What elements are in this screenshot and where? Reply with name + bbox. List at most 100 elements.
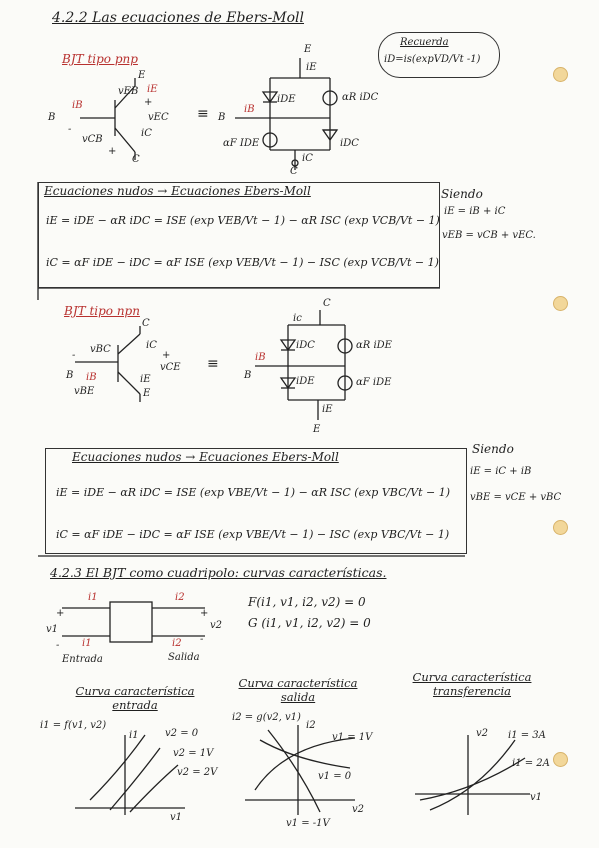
section-title-cuadripolo: 4.2.3 El BJT como cuadripolo: curvas car…	[50, 565, 387, 580]
quad-v1: v1	[46, 624, 59, 635]
quad-plus-right: +	[200, 608, 209, 619]
npn-label-ib: iB	[86, 372, 97, 383]
curve2-title: Curva característica salida	[238, 676, 358, 704]
curve3-l2: i1 = 2A	[512, 758, 550, 769]
curve2-yaxis: i2	[306, 720, 316, 731]
npn-equivalent-sign: ≡	[207, 356, 219, 372]
recuerda-label: Recuerda	[400, 37, 449, 48]
npn-label-vbc: vBC	[90, 344, 111, 355]
curve1-l1: v2 = 0	[165, 728, 199, 739]
npn-circ-ide: iDE	[296, 376, 315, 387]
siendo1-label: Siendo	[441, 187, 483, 201]
quad-minus-right: -	[200, 634, 204, 645]
npn-label-ie: iE	[140, 374, 151, 385]
quad-v2: v2	[210, 620, 223, 631]
curve1-title: Curva característica entrada	[75, 684, 195, 712]
npn-circ-ar: αR iDE	[356, 340, 392, 351]
binder-hole-3	[553, 520, 568, 535]
recuerda-formula: iD=is(expVD/Vt -1)	[384, 54, 481, 65]
quad-i1-out: i1	[82, 638, 92, 649]
npn-circ-ic: ic	[293, 313, 302, 324]
quad-i2: i2	[175, 592, 185, 603]
eq1-ic: iC = αF iDE − iDC = αF ISE (exp VEB/Vt −…	[46, 256, 439, 269]
curve1-fn: i1 = f(v1, v2)	[40, 720, 107, 731]
pnp-label-E: E	[138, 70, 146, 81]
quad-eq-G: G (i1, v1, i2, v2) = 0	[248, 616, 371, 630]
curve2-l1: v1 = 1V	[332, 732, 373, 743]
quad-plus-left: +	[56, 608, 65, 619]
eq2-ic: iC = αF iDE − iDC = αF ISE (exp VBE/Vt −…	[56, 528, 450, 541]
curve1-xaxis: v1	[170, 812, 183, 823]
pnp-circ-ib: iB	[244, 104, 255, 115]
pnp-circ-idc: iDC	[340, 138, 359, 149]
pnp-label-ib: iB	[72, 100, 83, 111]
quad-i1: i1	[88, 592, 98, 603]
npn-circ-B: B	[244, 370, 252, 381]
quad-salida: Salida	[168, 652, 200, 663]
pnp-circ-ic: iC	[302, 153, 313, 164]
siendo2-l2: vBE = vCE + vBC	[470, 492, 562, 503]
pnp-label-C: C	[132, 154, 140, 165]
pnp-circ-af: αF IDE	[223, 138, 260, 149]
npn-circ-idc: iDC	[296, 340, 315, 351]
npn-title: BJT tipo npn	[64, 304, 140, 318]
siendo1-l1: iE = iB + iC	[444, 206, 506, 217]
npn-label-C: C	[142, 318, 150, 329]
curve2-l2: v1 = 0	[318, 771, 352, 782]
pnp-equivalent-sign: ≡	[197, 106, 209, 122]
npn-label-plus1: +	[162, 350, 171, 361]
curve1-l2: v2 = 1V	[173, 748, 214, 759]
binder-hole-2	[553, 296, 568, 311]
npn-circ-C: C	[323, 298, 331, 309]
eq1-ie: iE = iDE − αR iDC = ISE (exp VEB/Vt − 1)…	[46, 214, 440, 227]
curve1-l3: v2 = 2V	[177, 767, 218, 778]
pnp-label-vcb: vCB	[82, 134, 103, 145]
binder-hole-1	[553, 67, 568, 82]
pnp-circ-ie: iE	[306, 62, 317, 73]
quad-entrada: Entrada	[62, 654, 103, 665]
pnp-label-plus2: +	[108, 146, 117, 157]
pnp-title: BJT tipo pnp	[62, 52, 138, 66]
pnp-label-veb: vEB	[118, 86, 139, 97]
npn-circ-E: E	[313, 424, 321, 435]
pnp-label-vec: vEC	[148, 112, 169, 123]
curve2-xaxis: v2	[352, 804, 365, 815]
pnp-emitter-lead	[114, 85, 136, 109]
pnp-circ-ar: αR iDC	[342, 92, 379, 103]
npn-circ-ib: iB	[255, 352, 266, 363]
quad-minus-left: -	[56, 640, 60, 651]
eq2-title: Ecuaciones nudos → Ecuaciones Ebers-Moll	[72, 450, 339, 464]
npn-label-B: B	[66, 370, 74, 381]
pnp-label-plus1: +	[144, 97, 153, 108]
curve2-fn: i2 = g(v2, v1)	[232, 712, 301, 723]
npn-label-vbe: vBE	[74, 386, 95, 397]
npn-label-ic: iC	[146, 340, 157, 351]
pnp-circ-B: B	[218, 112, 226, 123]
pnp-label-minus: -	[68, 124, 72, 135]
npn-label-E: E	[143, 388, 151, 399]
pnp-label-ic: iC	[141, 128, 152, 139]
npn-label-vce: vCE	[160, 362, 181, 373]
section-title-ebers-moll: 4.2.2 Las ecuaciones de Ebers-Moll	[52, 10, 305, 26]
eq1-title: Ecuaciones nudos → Ecuaciones Ebers-Moll	[44, 184, 311, 198]
pnp-circ-ide: iDE	[277, 94, 296, 105]
equations-box-npn	[45, 448, 467, 554]
pnp-circ-E: E	[304, 44, 312, 55]
siendo2-l1: iE = iC + iB	[470, 466, 532, 477]
quad-i2-out: i2	[172, 638, 182, 649]
npn-circ-af: αF iDE	[356, 377, 392, 388]
pnp-collector-lead	[114, 127, 136, 153]
pnp-label-ie: iE	[147, 84, 158, 95]
curve3-title: Curva característica transferencia	[412, 670, 532, 698]
quad-eq-F: F(i1, v1, i2, v2) = 0	[248, 595, 366, 609]
pnp-circ-C: C	[290, 166, 298, 177]
pnp-label-B: B	[48, 112, 56, 123]
equations-box-pnp	[38, 182, 440, 288]
curve3-l1: i1 = 3A	[508, 730, 546, 741]
siendo1-l2: vEB = vCB + vEC.	[442, 230, 536, 241]
recuerda-note	[378, 32, 500, 78]
binder-hole-4	[553, 752, 568, 767]
curve3-xaxis: v1	[530, 792, 543, 803]
eq2-ie: iE = iDE − αR iDC = ISE (exp VBE/Vt − 1)…	[56, 486, 451, 499]
